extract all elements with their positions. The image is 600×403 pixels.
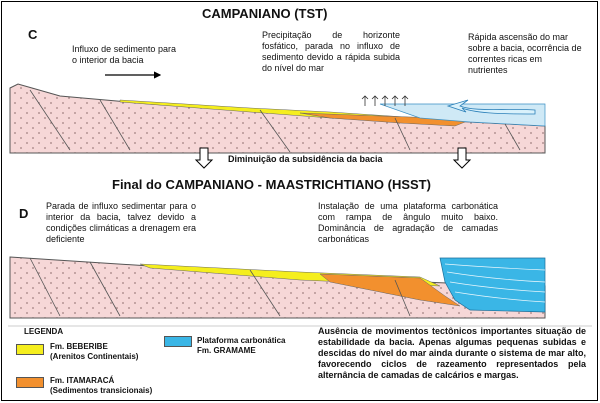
phosphate-arrows xyxy=(361,95,409,106)
legend-swatch-gramame xyxy=(164,336,192,347)
legend-beberibe-name: Fm. BEBERIBE xyxy=(50,342,108,351)
legend-gramame-name: Plataforma carbonática xyxy=(197,336,286,345)
section-d xyxy=(9,256,546,319)
down-arrow-left xyxy=(194,147,214,169)
legend-itamaraca-desc: (Sedimentos transicionais) xyxy=(50,386,153,395)
itamaraca-layer-d xyxy=(319,273,461,307)
legend-gramame-desc: Fm. GRAMAME xyxy=(197,346,256,355)
current-arrow xyxy=(446,99,536,115)
legend-item-gramame: Plataforma carbonática Fm. GRAMAME xyxy=(197,336,285,356)
legend-heading: LEGENDA xyxy=(24,327,64,336)
legend-beberibe-desc: (Arenitos Continentais) xyxy=(50,352,139,361)
subsidence-label: Diminuição da subsidência da bacia xyxy=(228,154,383,164)
panel-c-note-center: Precipitação de horizonte fosfático, par… xyxy=(262,30,400,73)
down-arrow-right xyxy=(452,147,472,169)
gramame-platform-d xyxy=(439,257,546,313)
carbonate-layers xyxy=(444,263,546,303)
panel-d-note-right: Instalação de uma plataforma carbonática… xyxy=(318,201,498,244)
section-c xyxy=(9,71,546,154)
legend-itamaraca-name: Fm. ITAMARACÁ xyxy=(50,376,115,385)
panel-d-note-left: Parada de influxo sedimentar para o inte… xyxy=(46,201,196,244)
itamaraca-layer-c xyxy=(299,112,471,127)
panel-d-title: Final do CAMPANIANO - MAASTRICHTIANO (HS… xyxy=(112,177,431,192)
panel-c-note-right: Rápida ascensão do mar sobre a bacia, oc… xyxy=(468,32,582,75)
panel-c-title: CAMPANIANO (TST) xyxy=(202,6,328,21)
panel-c-letter: C xyxy=(28,27,38,42)
panel-c-note-left: Influxo de sedimento para o interior da … xyxy=(72,44,176,65)
legend-swatch-itamaraca xyxy=(16,377,44,388)
legend-item-beberibe: Fm. BEBERIBE (Arenitos Continentais) xyxy=(50,342,138,362)
panel-d-letter: D xyxy=(19,206,29,221)
legend-swatch-beberibe xyxy=(16,344,44,355)
summary-text: Ausência de movimentos tectônicos import… xyxy=(318,326,586,380)
legend-item-itamaraca: Fm. ITAMARACÁ (Sedimentos transicionais) xyxy=(50,376,152,396)
